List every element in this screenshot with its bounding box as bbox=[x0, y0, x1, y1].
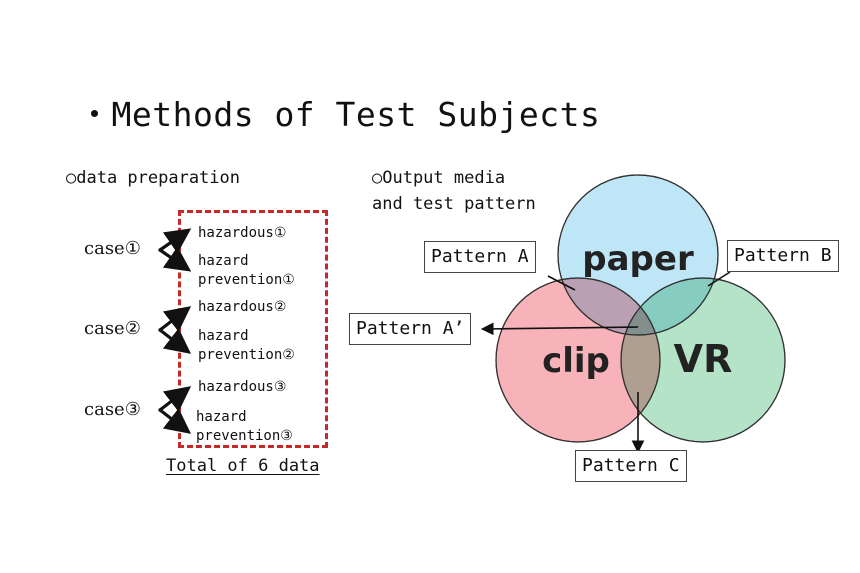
vr-label: VR bbox=[674, 337, 733, 381]
page-title: ・Methods of Test Subjects bbox=[78, 95, 601, 134]
case-1-label: case① bbox=[84, 238, 141, 259]
case-2-arrow-prevention bbox=[158, 328, 192, 354]
case-3-arrows bbox=[158, 386, 192, 434]
hazard-prevention-3-line1: hazard bbox=[196, 409, 247, 425]
hazard-prevention-1-line2: prevention① bbox=[198, 272, 295, 288]
pattern-b-pointer bbox=[707, 271, 731, 287]
case-3-label: case③ bbox=[84, 399, 141, 420]
pattern-c-box: Pattern C bbox=[575, 450, 687, 482]
pattern-a-prime-arrow bbox=[480, 322, 639, 336]
paper-label: paper bbox=[582, 239, 694, 279]
clip-label: clip bbox=[542, 341, 610, 381]
case-2-arrow-hazardous bbox=[158, 306, 192, 332]
total-data-label: Total of 6 data bbox=[166, 456, 320, 476]
case-2-arrows bbox=[158, 306, 192, 354]
pattern-a-box: Pattern A bbox=[424, 241, 536, 273]
hazardous-2-label: hazardous② bbox=[198, 299, 287, 315]
case-1-arrow-hazardous bbox=[158, 228, 192, 254]
hazard-prevention-2-line2: prevention② bbox=[198, 347, 295, 363]
data-preparation-heading: ○data preparation bbox=[66, 168, 240, 188]
output-media-heading: ○Output media and test pattern bbox=[372, 165, 536, 217]
case-3-arrow-hazardous bbox=[158, 386, 192, 412]
hazard-prevention-1-line1: hazard bbox=[198, 253, 249, 269]
case-3-arrow-prevention bbox=[158, 408, 192, 434]
pattern-a-pointer bbox=[547, 275, 576, 291]
pattern-a-prime-box: Pattern A’ bbox=[349, 313, 472, 345]
case-1-arrow-prevention bbox=[158, 246, 192, 272]
case-2-label: case② bbox=[84, 318, 141, 339]
output-media-heading-line2: and test pattern bbox=[372, 194, 536, 214]
hazardous-3-label: hazardous③ bbox=[198, 379, 287, 395]
output-media-heading-line1: ○Output media bbox=[372, 168, 506, 188]
hazard-prevention-3-line2: prevention③ bbox=[196, 428, 293, 444]
pattern-b-box: Pattern B bbox=[727, 240, 839, 272]
hazardous-1-label: hazardous① bbox=[198, 225, 287, 241]
case-1-arrows bbox=[158, 228, 192, 272]
hazard-prevention-2-line1: hazard bbox=[198, 328, 249, 344]
